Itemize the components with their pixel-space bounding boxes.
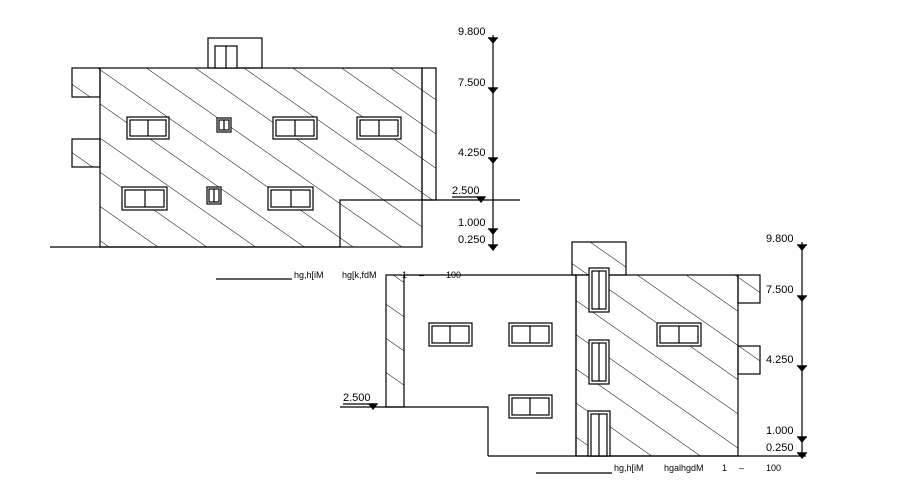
window [588,267,610,313]
window [272,116,318,140]
raised-ground-line [339,199,520,247]
window [588,339,610,385]
level-label: 2.500 [343,392,371,404]
level-label: 1.000 [458,217,486,229]
elevation-2 [340,241,808,474]
right-parapet-lower [737,345,761,375]
right-pier [421,67,437,201]
right-parapet-upper [737,274,761,304]
window [508,322,553,347]
window [508,394,553,419]
level-label: 0.250 [766,442,794,454]
window [121,186,168,211]
left-pier [385,274,405,408]
raised-ground-line [340,406,489,456]
caption-scale-b: 100 [766,463,781,473]
window [356,116,402,140]
level-label: 2.500 [452,185,480,197]
caption-title: hg,h[iM [294,270,324,280]
caption-title: hg,h[iM [614,463,644,473]
level-label: 9.800 [458,26,486,38]
caption-scale-a: 1 [722,463,727,473]
caption-name: hgalhgdM [664,463,704,473]
level-label: 0.250 [458,234,486,246]
elevation-1-labels: 9.800 7.500 4.250 2.500 1.000 0.250 hg,h… [294,26,486,280]
level-label: 7.500 [766,284,794,296]
level-label: 1.000 [766,425,794,437]
level-label: 9.800 [766,233,794,245]
window [656,322,702,347]
level-ticks [452,37,499,251]
main-wall [99,67,423,248]
left-parapet-upper [71,67,101,98]
window [267,186,314,211]
window [428,322,473,347]
caption-dash: – [739,463,744,473]
elevation-1 [50,35,520,280]
level-label: 4.250 [458,147,486,159]
left-parapet-lower [71,138,101,168]
window [216,117,232,133]
caption-name: hg[k,fdM [342,270,377,280]
level-ticks [343,244,808,459]
level-label: 7.500 [458,77,486,89]
door [587,410,611,457]
level-label: 4.250 [766,354,794,366]
window [206,186,222,205]
window [126,116,170,140]
plain-wall [404,274,577,456]
elevation-2-labels: 9.800 7.500 4.250 2.500 1.000 0.250 hg,h… [343,233,794,473]
